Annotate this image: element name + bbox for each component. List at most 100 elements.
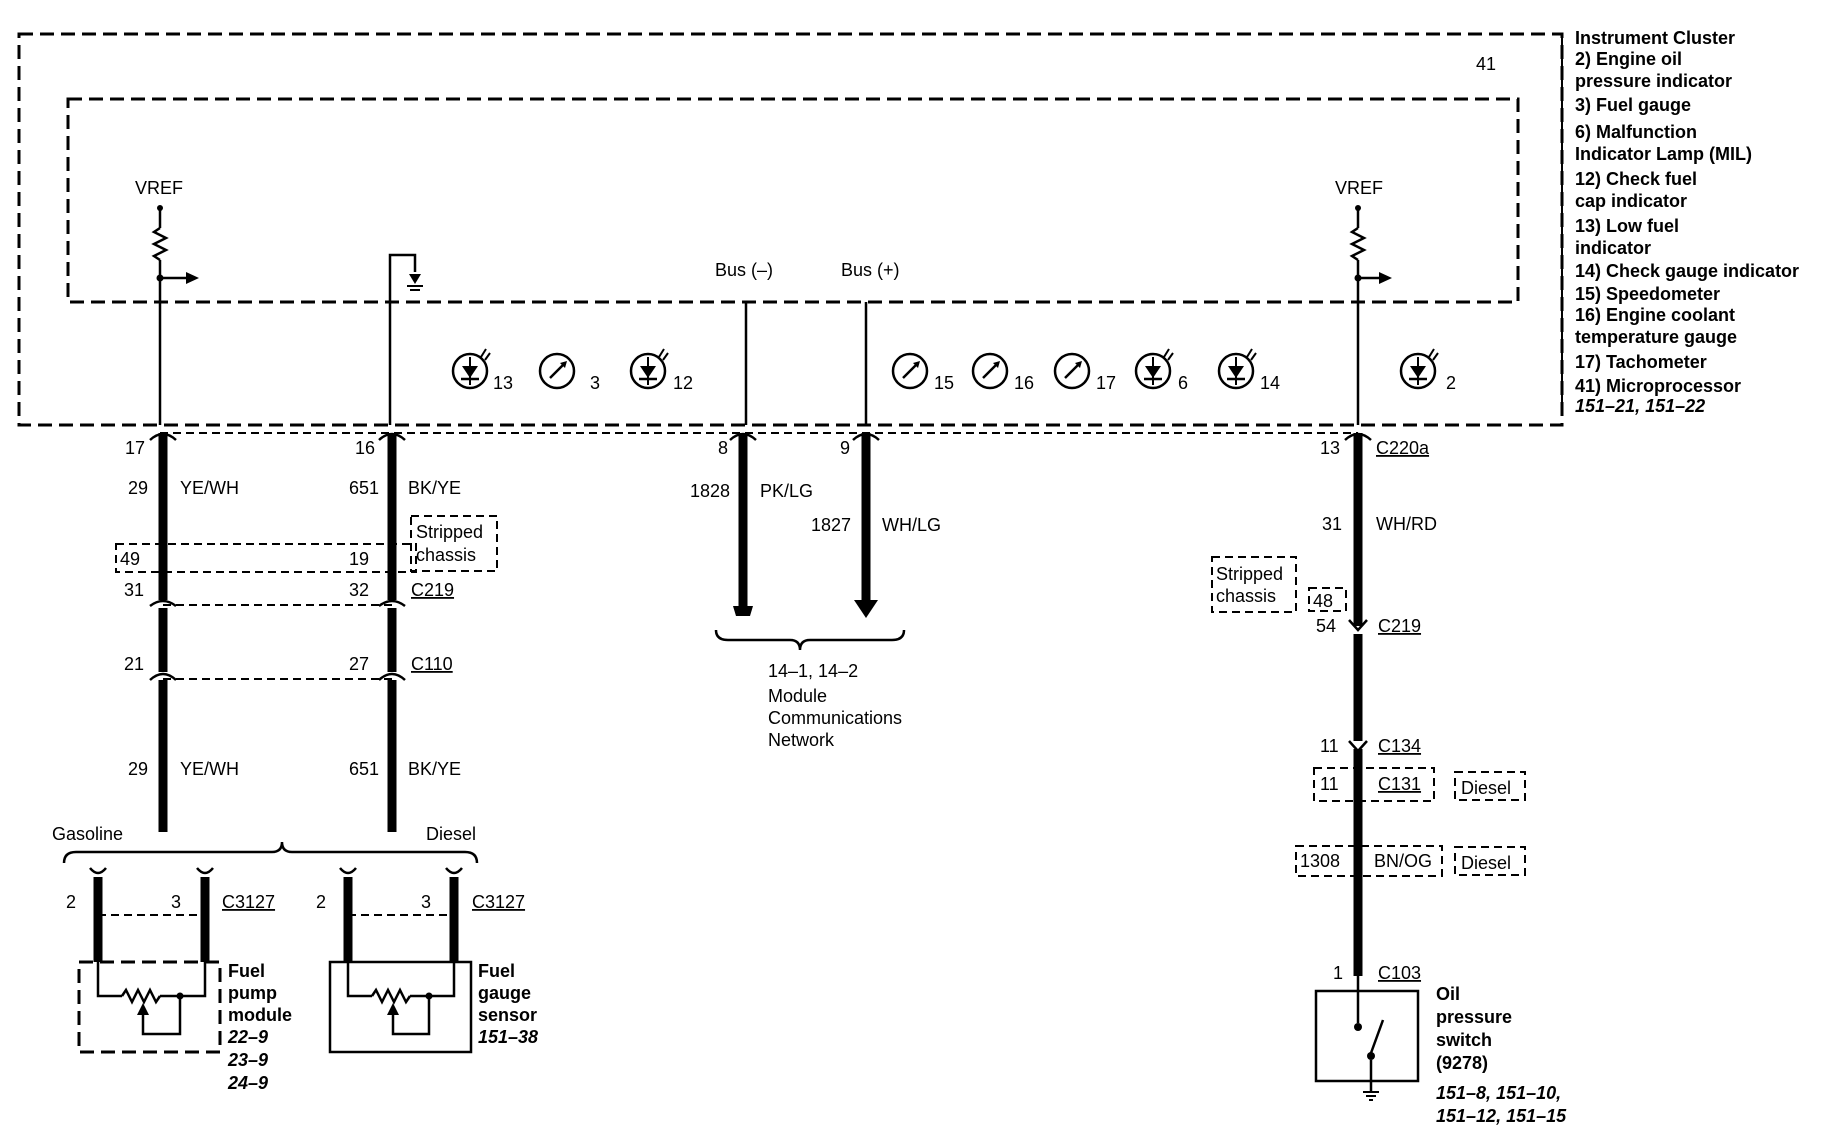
microprocessor-box	[66, 97, 1520, 304]
indicator-16: 16	[971, 352, 1034, 393]
indicator-17: 17	[1053, 352, 1116, 393]
legend-item: 15) Speedometer	[1575, 284, 1720, 304]
c103-pin: 1	[1333, 963, 1343, 983]
legend-item: indicator	[1575, 238, 1651, 258]
pin-number: 9	[840, 438, 850, 458]
wire-color: WH/LG	[882, 515, 941, 535]
legend-item: 2) Engine oil	[1575, 49, 1682, 69]
pin-number: 2	[316, 892, 326, 912]
wire-color: PK/LG	[760, 481, 813, 501]
legend-refs: 151–21, 151–22	[1575, 396, 1705, 416]
network-label: Communications	[768, 708, 902, 728]
pin-number: 17	[125, 438, 145, 458]
fuel-pump-name: module	[228, 1005, 292, 1025]
indicator-number: 16	[1014, 373, 1034, 393]
legend-item: Indicator Lamp (MIL)	[1575, 144, 1752, 164]
legend-item: 6) Malfunction	[1575, 122, 1697, 142]
indicator-number: 3	[590, 373, 600, 393]
wire-bus-minus: 8 1828 PK/LG	[690, 432, 813, 616]
legend-item: 17) Tachometer	[1575, 352, 1707, 372]
microprocessor-number: 41	[1476, 54, 1496, 74]
c220a-label: C220a	[1376, 438, 1430, 458]
c131-label: C131	[1378, 774, 1421, 794]
indicator-15: 15	[891, 352, 954, 393]
legend-items: 2) Engine oil pressure indicator 3) Fuel…	[1575, 49, 1799, 416]
circuit-number: 29	[128, 759, 148, 779]
vref-right-label: VREF	[1335, 178, 1383, 198]
wire-wh-rd: 13 C220a 31 WH/RD 48 54 C219 Stripped ch…	[1211, 432, 1526, 983]
stripped-chassis-label: Stripped	[416, 522, 483, 542]
legend-item: 14) Check gauge indicator	[1575, 261, 1799, 281]
c134-label: C134	[1378, 736, 1421, 756]
diesel-label: Diesel	[426, 824, 476, 844]
indicator-number: 15	[934, 373, 954, 393]
fuel-sensor-name: gauge	[478, 983, 531, 1003]
ground-left	[388, 253, 423, 425]
oil-switch-ref: 151–8, 151–10,	[1436, 1083, 1561, 1103]
diesel-color: BN/OG	[1374, 851, 1432, 871]
c131-pin: 11	[1320, 774, 1339, 794]
fuel-gauge-sensor: 2 3 C3127 Fuel gauge sensor 151–38	[316, 867, 538, 1054]
fuel-pump-ref: 24–9	[227, 1073, 268, 1093]
pin-number: 8	[718, 438, 728, 458]
circuit-number: 651	[349, 478, 379, 498]
fuel-pump-ref: 22–9	[227, 1027, 268, 1047]
oil-switch-name: Oil	[1436, 984, 1460, 1004]
indicator-number: 17	[1096, 373, 1116, 393]
c219-pin: 32	[349, 580, 369, 600]
legend-item: cap indicator	[1575, 191, 1687, 211]
oil-switch-name: switch	[1436, 1030, 1492, 1050]
bus-minus-label: Bus (–)	[715, 260, 773, 280]
circuit-number: 29	[128, 478, 148, 498]
wire-ye-wh: 17 29 YE/WH 49 31 21 29 YE/WH	[120, 432, 239, 832]
vref-left-label: VREF	[135, 178, 183, 198]
indicator-number: 2	[1446, 373, 1456, 393]
wire-color: BK/YE	[408, 759, 461, 779]
fuel-option-bracket	[62, 841, 479, 864]
circuit-number: 31	[1322, 514, 1342, 534]
legend-title: Instrument Cluster	[1575, 28, 1735, 48]
instrument-cluster-box	[17, 32, 1564, 427]
legend-item: 3) Fuel gauge	[1575, 95, 1691, 115]
c3127-label: C3127	[472, 892, 525, 912]
indicator-14: 14	[1217, 347, 1280, 393]
c3127-label: C3127	[222, 892, 275, 912]
stripped-pin: 49	[120, 549, 140, 569]
diesel-label: Diesel	[1461, 778, 1511, 798]
diesel-label: Diesel	[1461, 853, 1511, 873]
stripped-pin: 19	[349, 549, 369, 569]
circuit-number: 1827	[811, 515, 851, 535]
wire-color: YE/WH	[180, 478, 239, 498]
c110-pin: 21	[124, 654, 144, 674]
circuit-number: 1828	[690, 481, 730, 501]
oil-switch-name: pressure	[1436, 1007, 1512, 1027]
indicator-13: 13	[451, 347, 513, 393]
legend-item: 41) Microprocessor	[1575, 376, 1741, 396]
fuel-pump-name: Fuel	[228, 961, 265, 981]
wire-color: WH/RD	[1376, 514, 1437, 534]
stripped-chassis-label: chassis	[416, 545, 476, 565]
network-bracket	[714, 629, 906, 651]
c219-pin: 31	[124, 580, 144, 600]
c134-pin: 11	[1320, 736, 1339, 756]
stripped-chassis-connector	[115, 543, 417, 573]
indicator-2: 2	[1399, 347, 1456, 393]
legend-item: 12) Check fuel	[1575, 169, 1697, 189]
network-refs: 14–1, 14–2	[768, 661, 858, 681]
wire-color: YE/WH	[180, 759, 239, 779]
vref-left-resistor	[151, 205, 199, 284]
gasoline-label: Gasoline	[52, 824, 123, 844]
c219-label: C219	[1378, 616, 1421, 636]
pin-number: 2	[66, 892, 76, 912]
c110-pin: 27	[349, 654, 369, 674]
legend-item: pressure indicator	[1575, 71, 1732, 91]
indicator-number: 14	[1260, 373, 1280, 393]
network-label: Module	[768, 686, 827, 706]
c219-label: C219	[411, 580, 454, 600]
stripped-chassis-box	[410, 515, 498, 572]
circuit-number: 651	[349, 759, 379, 779]
network-label: Network	[768, 730, 835, 750]
fuel-pump-name: pump	[228, 983, 277, 1003]
c103-label: C103	[1378, 963, 1421, 983]
